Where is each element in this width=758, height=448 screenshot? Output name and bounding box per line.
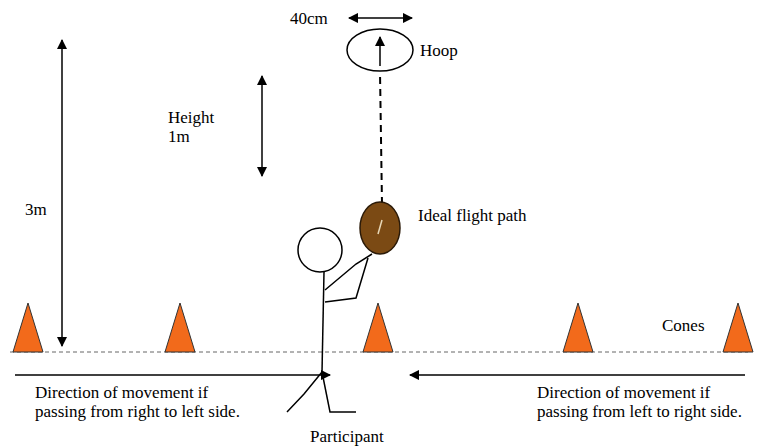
cones <box>13 303 753 352</box>
participant-figure <box>287 228 372 412</box>
dimension-label: Height 1m <box>168 108 223 146</box>
figure-body <box>322 272 324 372</box>
figure-arm <box>325 258 368 302</box>
dimension-arrow <box>349 17 412 19</box>
figure-head <box>298 228 342 272</box>
figure-leg <box>287 372 322 412</box>
dimension-label: 3m <box>25 200 47 219</box>
dimension-arrow <box>261 76 263 176</box>
direction-arrow <box>15 374 330 376</box>
note-label: Direction of movement if passing from ri… <box>35 383 257 421</box>
part-label: Participant <box>310 427 384 446</box>
cone <box>563 303 593 352</box>
part-label: Cones <box>662 316 705 335</box>
direction-arrow <box>410 374 745 376</box>
dimension-label: 40cm <box>290 9 328 28</box>
figure-leg <box>322 372 356 412</box>
flight-path-line <box>380 72 382 204</box>
cone <box>723 303 753 352</box>
cone <box>13 303 43 352</box>
cone <box>363 303 393 352</box>
cone <box>165 303 195 352</box>
part-label: Ideal flight path <box>418 206 527 225</box>
dimension-arrow <box>61 40 63 346</box>
hoop-ring <box>347 29 413 71</box>
note-label: Direction of movement if passing from le… <box>537 383 752 421</box>
part-label: Hoop <box>420 41 458 60</box>
flight-path-arrow <box>379 37 381 66</box>
ball-seam <box>378 220 382 234</box>
figure-arm <box>325 254 372 290</box>
ball <box>360 202 400 254</box>
